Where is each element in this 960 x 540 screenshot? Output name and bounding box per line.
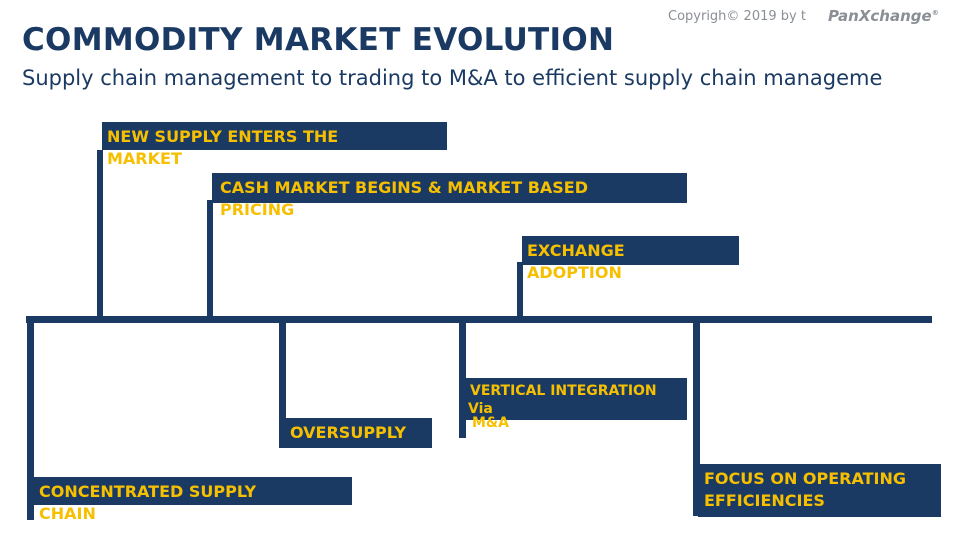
- label-focus: FOCUS ON OPERATING EFFICIENCIES: [704, 469, 907, 510]
- timeline-axis: [26, 316, 932, 323]
- connector-oversupply: [279, 318, 286, 448]
- box-exchange: [522, 236, 739, 265]
- connector-cash-market: [207, 200, 213, 320]
- connector-new-supply: [97, 150, 103, 320]
- box-new-supply: [102, 122, 447, 150]
- page-subtitle: Supply chain management to trading to M&…: [22, 66, 883, 90]
- label-concentrated: CONCENTRATED SUPPLY CHAIN: [39, 482, 257, 523]
- box-cash-market: [212, 173, 687, 203]
- connector-concentrated: [27, 318, 34, 520]
- label-new-supply: NEW SUPPLY ENTERS THE MARKET: [107, 127, 339, 168]
- connector-focus: [693, 318, 700, 516]
- box-focus: [698, 464, 941, 517]
- box-concentrated: [32, 477, 352, 505]
- logo-text: PanXchange: [828, 7, 932, 25]
- label-cash-market: CASH MARKET BEGINS & MARKET BASED PRICIN…: [220, 178, 589, 219]
- box-vertical: [465, 378, 687, 420]
- box-oversupply: [284, 418, 432, 448]
- label-vertical: VERTICAL INTEGRATION Via M&A: [468, 383, 657, 431]
- copyright-notice: Copyrigh© 2019 by t: [668, 9, 806, 24]
- panxchange-logo: PanXchange®: [828, 7, 939, 25]
- connector-exchange: [517, 262, 523, 320]
- label-exchange: EXCHANGE ADOPTION: [527, 241, 625, 282]
- label-oversupply: OVERSUPPLY: [290, 423, 407, 442]
- logo-registered-mark: ®: [931, 9, 939, 17]
- page-title: COMMODITY MARKET EVOLUTION: [22, 22, 615, 58]
- connector-vertical: [459, 318, 466, 438]
